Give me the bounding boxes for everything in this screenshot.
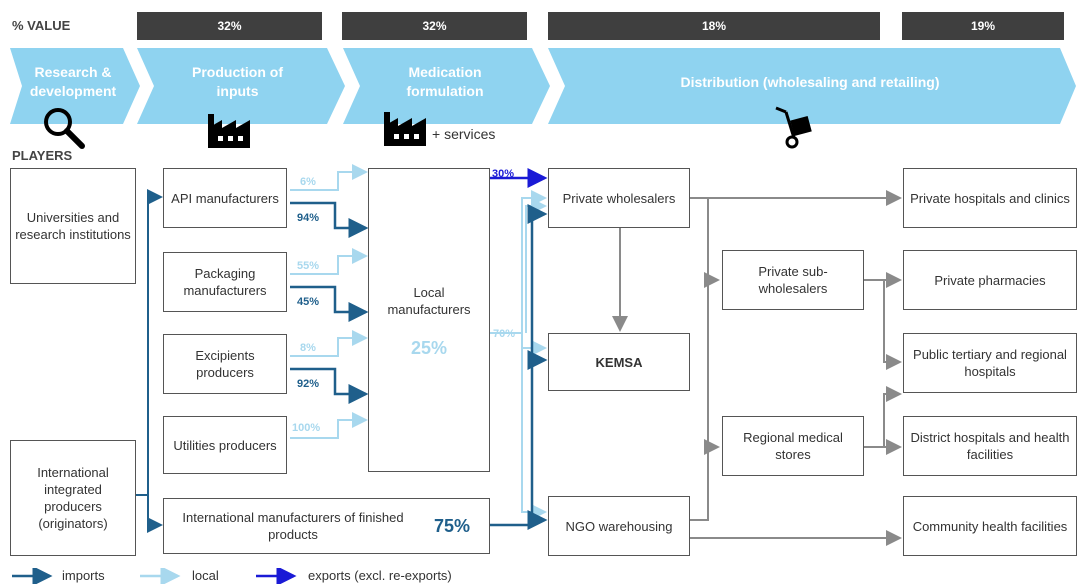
box-ngo-warehousing: NGO warehousing bbox=[548, 496, 690, 556]
box-district-hospitals: District hospitals and health facilities bbox=[903, 416, 1077, 476]
value-bar-formulation: 32% bbox=[342, 12, 527, 40]
pct-api-import: 94% bbox=[297, 212, 320, 224]
box-universities: Universities and research institutions bbox=[10, 168, 136, 284]
stage-chevron-formulation bbox=[343, 48, 550, 124]
box-api-manufacturers: API manufacturers bbox=[163, 168, 287, 228]
box-private-pharmacies: Private pharmacies bbox=[903, 250, 1077, 310]
stage-chevron-distribution bbox=[548, 48, 1076, 124]
box-private-hospitals: Private hospitals and clinics bbox=[903, 168, 1077, 228]
pct-utilities-local: 100% bbox=[292, 422, 321, 434]
local-share: 25% bbox=[410, 337, 448, 358]
box-local-manufacturers: Local manufacturers 25% bbox=[368, 168, 490, 472]
international-share: 75% bbox=[434, 515, 471, 536]
box-private-wholesalers: Private wholesalers bbox=[548, 168, 690, 228]
stage-distribution: Distribution (wholesaling and retailing) bbox=[680, 73, 940, 90]
box-regional-medical-stores: Regional medical stores bbox=[722, 416, 864, 476]
box-private-sub-wholesalers: Private sub-wholesalers bbox=[722, 250, 864, 310]
value-label: % VALUE bbox=[12, 18, 71, 33]
box-kemsa: KEMSA bbox=[548, 333, 690, 391]
stage-formulation: Medication formulation bbox=[406, 64, 484, 99]
stage-research: Research & development bbox=[29, 64, 117, 99]
pct-local-out: 70% bbox=[493, 328, 516, 340]
pct-excipients-local: 8% bbox=[300, 342, 316, 354]
value-bar-distribution: 18% bbox=[548, 12, 880, 40]
pct-packaging-local: 55% bbox=[297, 260, 320, 272]
box-utilities-producers: Utilities producers bbox=[163, 416, 287, 474]
box-public-tertiary: Public tertiary and regional hospitals bbox=[903, 333, 1077, 393]
hand-truck-icon bbox=[775, 106, 812, 149]
legend-local: local bbox=[192, 568, 219, 583]
players-label: PLAYERS bbox=[12, 148, 73, 163]
stage-chevron-inputs bbox=[137, 48, 345, 124]
box-packaging-manufacturers: Packaging manufacturers bbox=[163, 252, 287, 312]
legend-arrows bbox=[12, 568, 297, 584]
factory-icon bbox=[208, 114, 250, 148]
factory-icon bbox=[384, 112, 426, 146]
magnifier-icon bbox=[44, 108, 85, 149]
box-community-health: Community health facilities bbox=[903, 496, 1077, 556]
box-excipients-producers: Excipients producers bbox=[163, 334, 287, 394]
stage-inputs: Production of inputs bbox=[192, 64, 283, 99]
box-international-finished: International manufacturers of finished … bbox=[163, 498, 490, 554]
pct-api-local: 6% bbox=[300, 176, 316, 188]
pct-packaging-import: 45% bbox=[297, 296, 320, 308]
international-finished-label: International manufacturers of finished … bbox=[182, 510, 404, 542]
services-label: + services bbox=[432, 126, 496, 142]
box-international-producers: International integrated producers (orig… bbox=[10, 440, 136, 556]
pct-export: 30% bbox=[492, 168, 515, 180]
value-bar-retail: 19% bbox=[902, 12, 1064, 40]
pct-excipients-import: 92% bbox=[297, 378, 320, 390]
stage-chevrons bbox=[10, 48, 1076, 124]
legend-imports: imports bbox=[62, 568, 105, 583]
local-manufacturers-label: Local manufacturers bbox=[387, 284, 471, 317]
legend-exports: exports (excl. re-exports) bbox=[308, 568, 452, 583]
value-bar-inputs: 32% bbox=[137, 12, 322, 40]
stage-chevron-research bbox=[10, 48, 140, 124]
